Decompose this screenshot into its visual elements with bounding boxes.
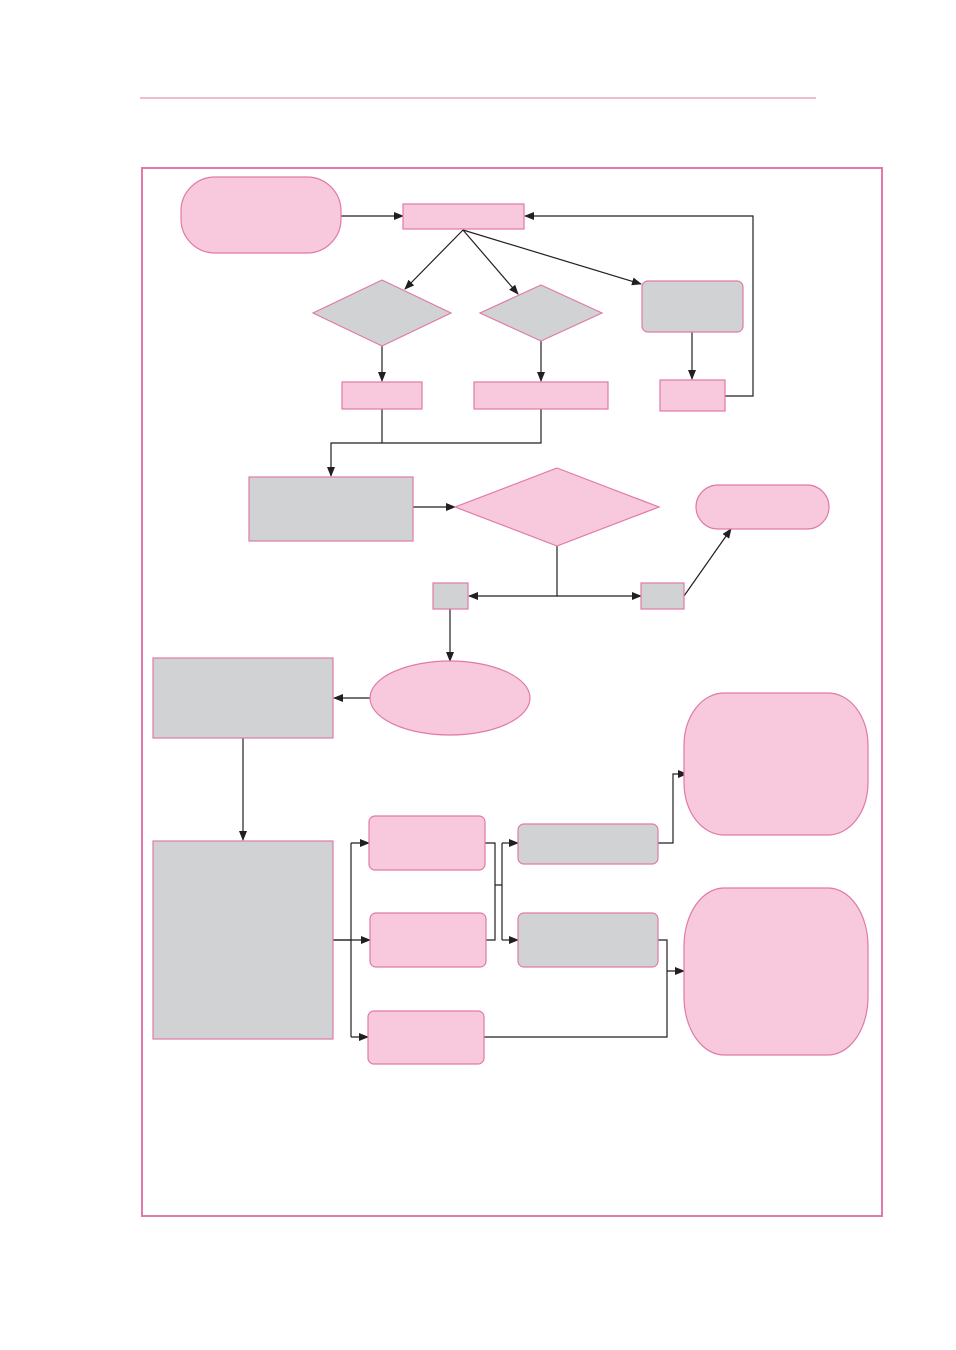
option-1 — [368, 815, 486, 871]
edge-step1-process-c — [462, 229, 642, 286]
edge-options-to-results-trunk — [485, 842, 503, 941]
result-2 — [517, 912, 659, 968]
decision-main — [453, 467, 661, 547]
branch-right — [640, 582, 685, 610]
outcome-b — [473, 381, 609, 410]
edge-branch-right-end — [683, 528, 732, 597]
final-capsule-2 — [683, 887, 869, 1056]
process-c — [641, 280, 744, 333]
edges — [239, 212, 754, 1041]
edge-option-3-final-2 — [484, 971, 668, 1038]
process-list — [152, 840, 334, 1040]
edge-result-2-final-2 — [658, 939, 685, 975]
decision-a — [311, 279, 453, 347]
end-terminal — [695, 484, 830, 530]
edge-result-1-final-1 — [658, 770, 688, 844]
decision-b — [478, 284, 604, 342]
edge-outcomes-merge-process-main — [331, 409, 542, 476]
process-info — [152, 657, 334, 739]
process-main — [248, 476, 414, 542]
start-terminal — [180, 176, 342, 254]
diagram-frame — [141, 167, 883, 1217]
edge-step1-decision-b — [462, 229, 519, 295]
result-1 — [517, 823, 659, 865]
edge-decision-main-branches — [468, 546, 558, 600]
edge-step1-decision-a — [404, 229, 464, 290]
branch-left — [432, 582, 469, 610]
outcome-c — [659, 379, 726, 412]
final-capsule-1 — [683, 692, 869, 836]
option-2 — [369, 912, 487, 968]
process-step-1 — [402, 203, 525, 230]
ellipse-node — [369, 660, 531, 736]
edge-outcome-c-loop-step1 — [524, 212, 754, 397]
nodes — [152, 176, 869, 1065]
option-3 — [367, 1010, 485, 1065]
outcome-a — [341, 381, 423, 410]
